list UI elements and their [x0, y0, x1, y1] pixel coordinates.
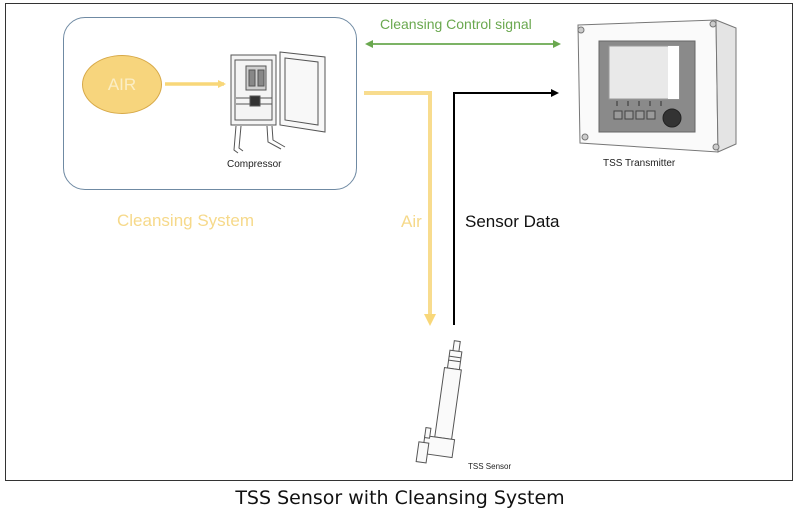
cleansing-system-label: Cleansing System [117, 211, 255, 230]
compressor-label: Compressor [227, 159, 282, 170]
sensor-probe-icon [415, 340, 463, 464]
sensor-label: TSS Sensor [468, 462, 512, 471]
air-flow-line [364, 91, 436, 326]
air-source-node: AIR [82, 55, 162, 114]
compressor-cabinet-icon [230, 51, 326, 154]
sensor-data-line [453, 89, 559, 325]
air-source-label: AIR [107, 74, 137, 94]
sensor-data-label: Sensor Data [465, 212, 560, 231]
transmitter-label: TSS Transmitter [603, 158, 676, 169]
transmitter-device-icon [577, 19, 737, 153]
air-flow-label: Air [401, 212, 422, 231]
cleansing-system-group [63, 17, 357, 190]
control-signal-label: Cleansing Control signal [380, 16, 532, 32]
figure-caption: TSS Sensor with Cleansing System [235, 487, 565, 509]
